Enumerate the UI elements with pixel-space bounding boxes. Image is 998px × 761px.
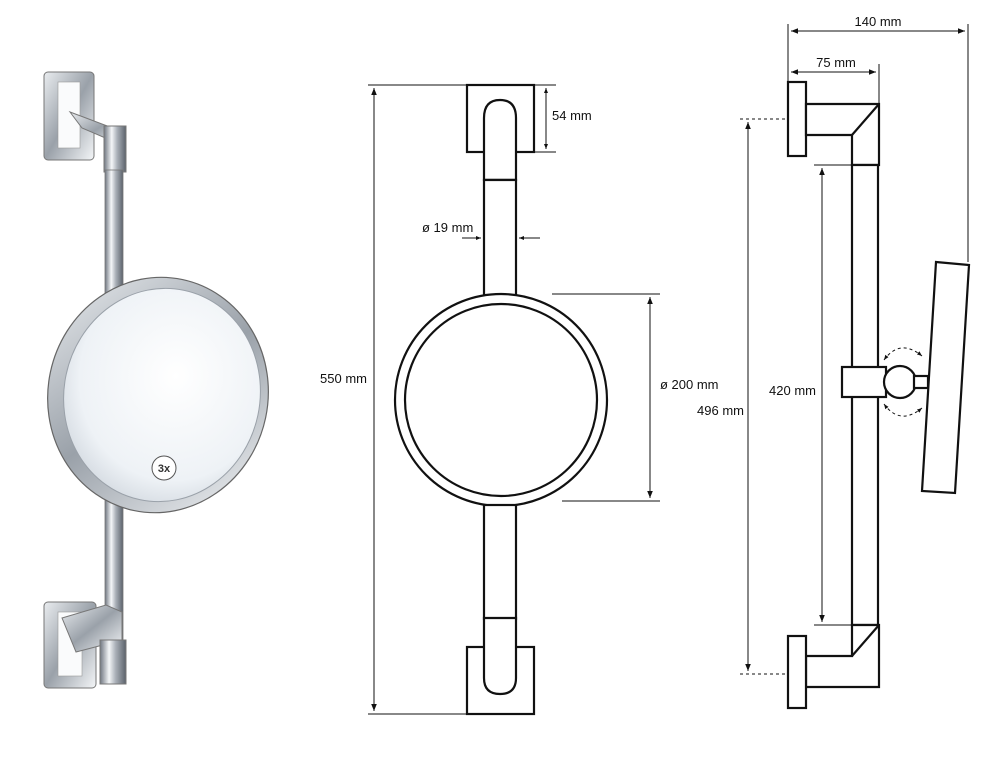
side-top-wall-plate — [786, 80, 808, 158]
side-bottom-arm — [804, 623, 881, 689]
side-pivot-joint — [882, 364, 918, 400]
mirror-glass — [63, 287, 261, 503]
front-mirror-inner — [403, 302, 599, 498]
side-slider-clamp — [840, 365, 888, 399]
dim-bracket-height: 54 mm — [552, 108, 592, 123]
side-view: 140 mm 75 mm 420 mm 496 mm — [697, 14, 971, 710]
product-photo: 3x — [43, 71, 269, 689]
rotation-arrow-bottom — [883, 403, 923, 417]
svg-text:3x: 3x — [158, 463, 171, 475]
front-view: 550 mm 54 mm ø 19 mm ø 200 mm — [320, 83, 719, 716]
dim-total-height: 550 mm — [320, 371, 367, 386]
side-bottom-wall-plate — [786, 634, 808, 710]
front-upper-tube — [482, 178, 518, 300]
side-mirror-profile — [920, 260, 971, 495]
magnification-badge: 3x — [151, 455, 177, 481]
rotation-arrow-top — [883, 347, 923, 361]
front-lower-tube — [482, 503, 518, 621]
dim-tube-diameter: ø 19 mm — [422, 220, 473, 235]
dim-bracket-depth: 75 mm — [816, 55, 856, 70]
side-top-arm — [804, 102, 881, 167]
dim-bar-length: 420 mm — [769, 383, 816, 398]
dim-mirror-diameter: ø 200 mm — [660, 377, 719, 392]
dim-mount-distance: 496 mm — [697, 403, 744, 418]
dim-total-width: 140 mm — [855, 14, 902, 29]
